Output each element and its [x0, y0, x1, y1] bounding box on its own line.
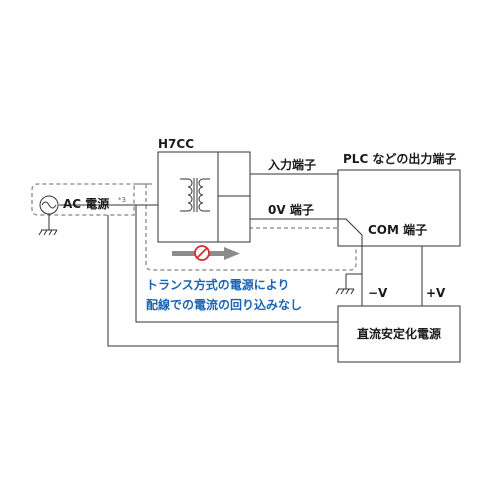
- input-terminal-label: 入力端子: [268, 157, 316, 172]
- prohibited-icon: [194, 245, 210, 261]
- dc-supply-label: 直流安定化電源: [357, 326, 441, 341]
- zero-v-terminal-label: 0V 端子: [268, 202, 314, 217]
- plus-v-label: +V: [426, 286, 446, 300]
- note-line-2: 配線での電流の回り込みなし: [146, 297, 302, 312]
- minus-v-label: −V: [368, 286, 388, 300]
- ground-symbol: [335, 288, 355, 295]
- zero-v-terminal-block: [217, 195, 251, 243]
- input-terminal-block: [217, 151, 251, 197]
- dc-supply-box: [337, 305, 461, 363]
- note-line-1: トランス方式の電源により: [146, 277, 290, 292]
- plc-output-box: [337, 169, 461, 247]
- com-terminal-label: COM 端子: [368, 222, 427, 237]
- device-title: H7CC: [158, 137, 194, 151]
- wiring: [48, 173, 423, 347]
- plc-box-label: PLC などの出力端子: [343, 151, 456, 166]
- ac-source-symbol: [39, 195, 59, 215]
- ac-source-label: AC 電源: [63, 196, 109, 211]
- ac-source-footnote: *3: [118, 196, 126, 204]
- transformer-symbol: [180, 178, 210, 212]
- ground-symbol: [38, 229, 58, 236]
